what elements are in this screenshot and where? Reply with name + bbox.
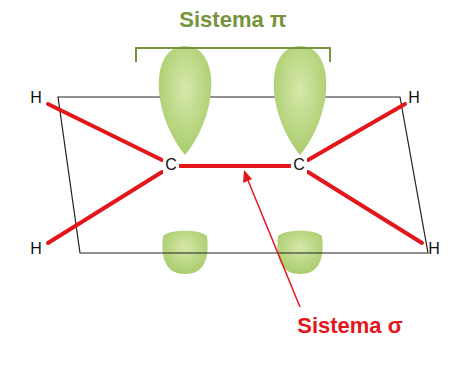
pi-bracket: [136, 48, 330, 62]
p-orbital-upper-lobe: [274, 46, 327, 155]
hydrogen-atom: H: [428, 241, 440, 257]
hydrogen-atom: H: [30, 90, 42, 106]
sigma-bonds: [48, 104, 422, 243]
molecular-plane: [58, 97, 428, 253]
carbon-atom: C: [291, 156, 307, 174]
hydrogen-atom: H: [408, 90, 420, 106]
sigma-leader-head: [243, 170, 252, 183]
p-orbital-lower-lobe: [162, 231, 207, 274]
p-orbital-upper-lobe: [159, 46, 212, 155]
sigma-leader: [247, 178, 300, 307]
pi-system-label: Sistema π: [179, 9, 286, 31]
hydrogen-atom: H: [30, 241, 42, 257]
carbon-atom: C: [163, 156, 179, 174]
sigma-system-label: Sistema σ: [297, 315, 403, 337]
